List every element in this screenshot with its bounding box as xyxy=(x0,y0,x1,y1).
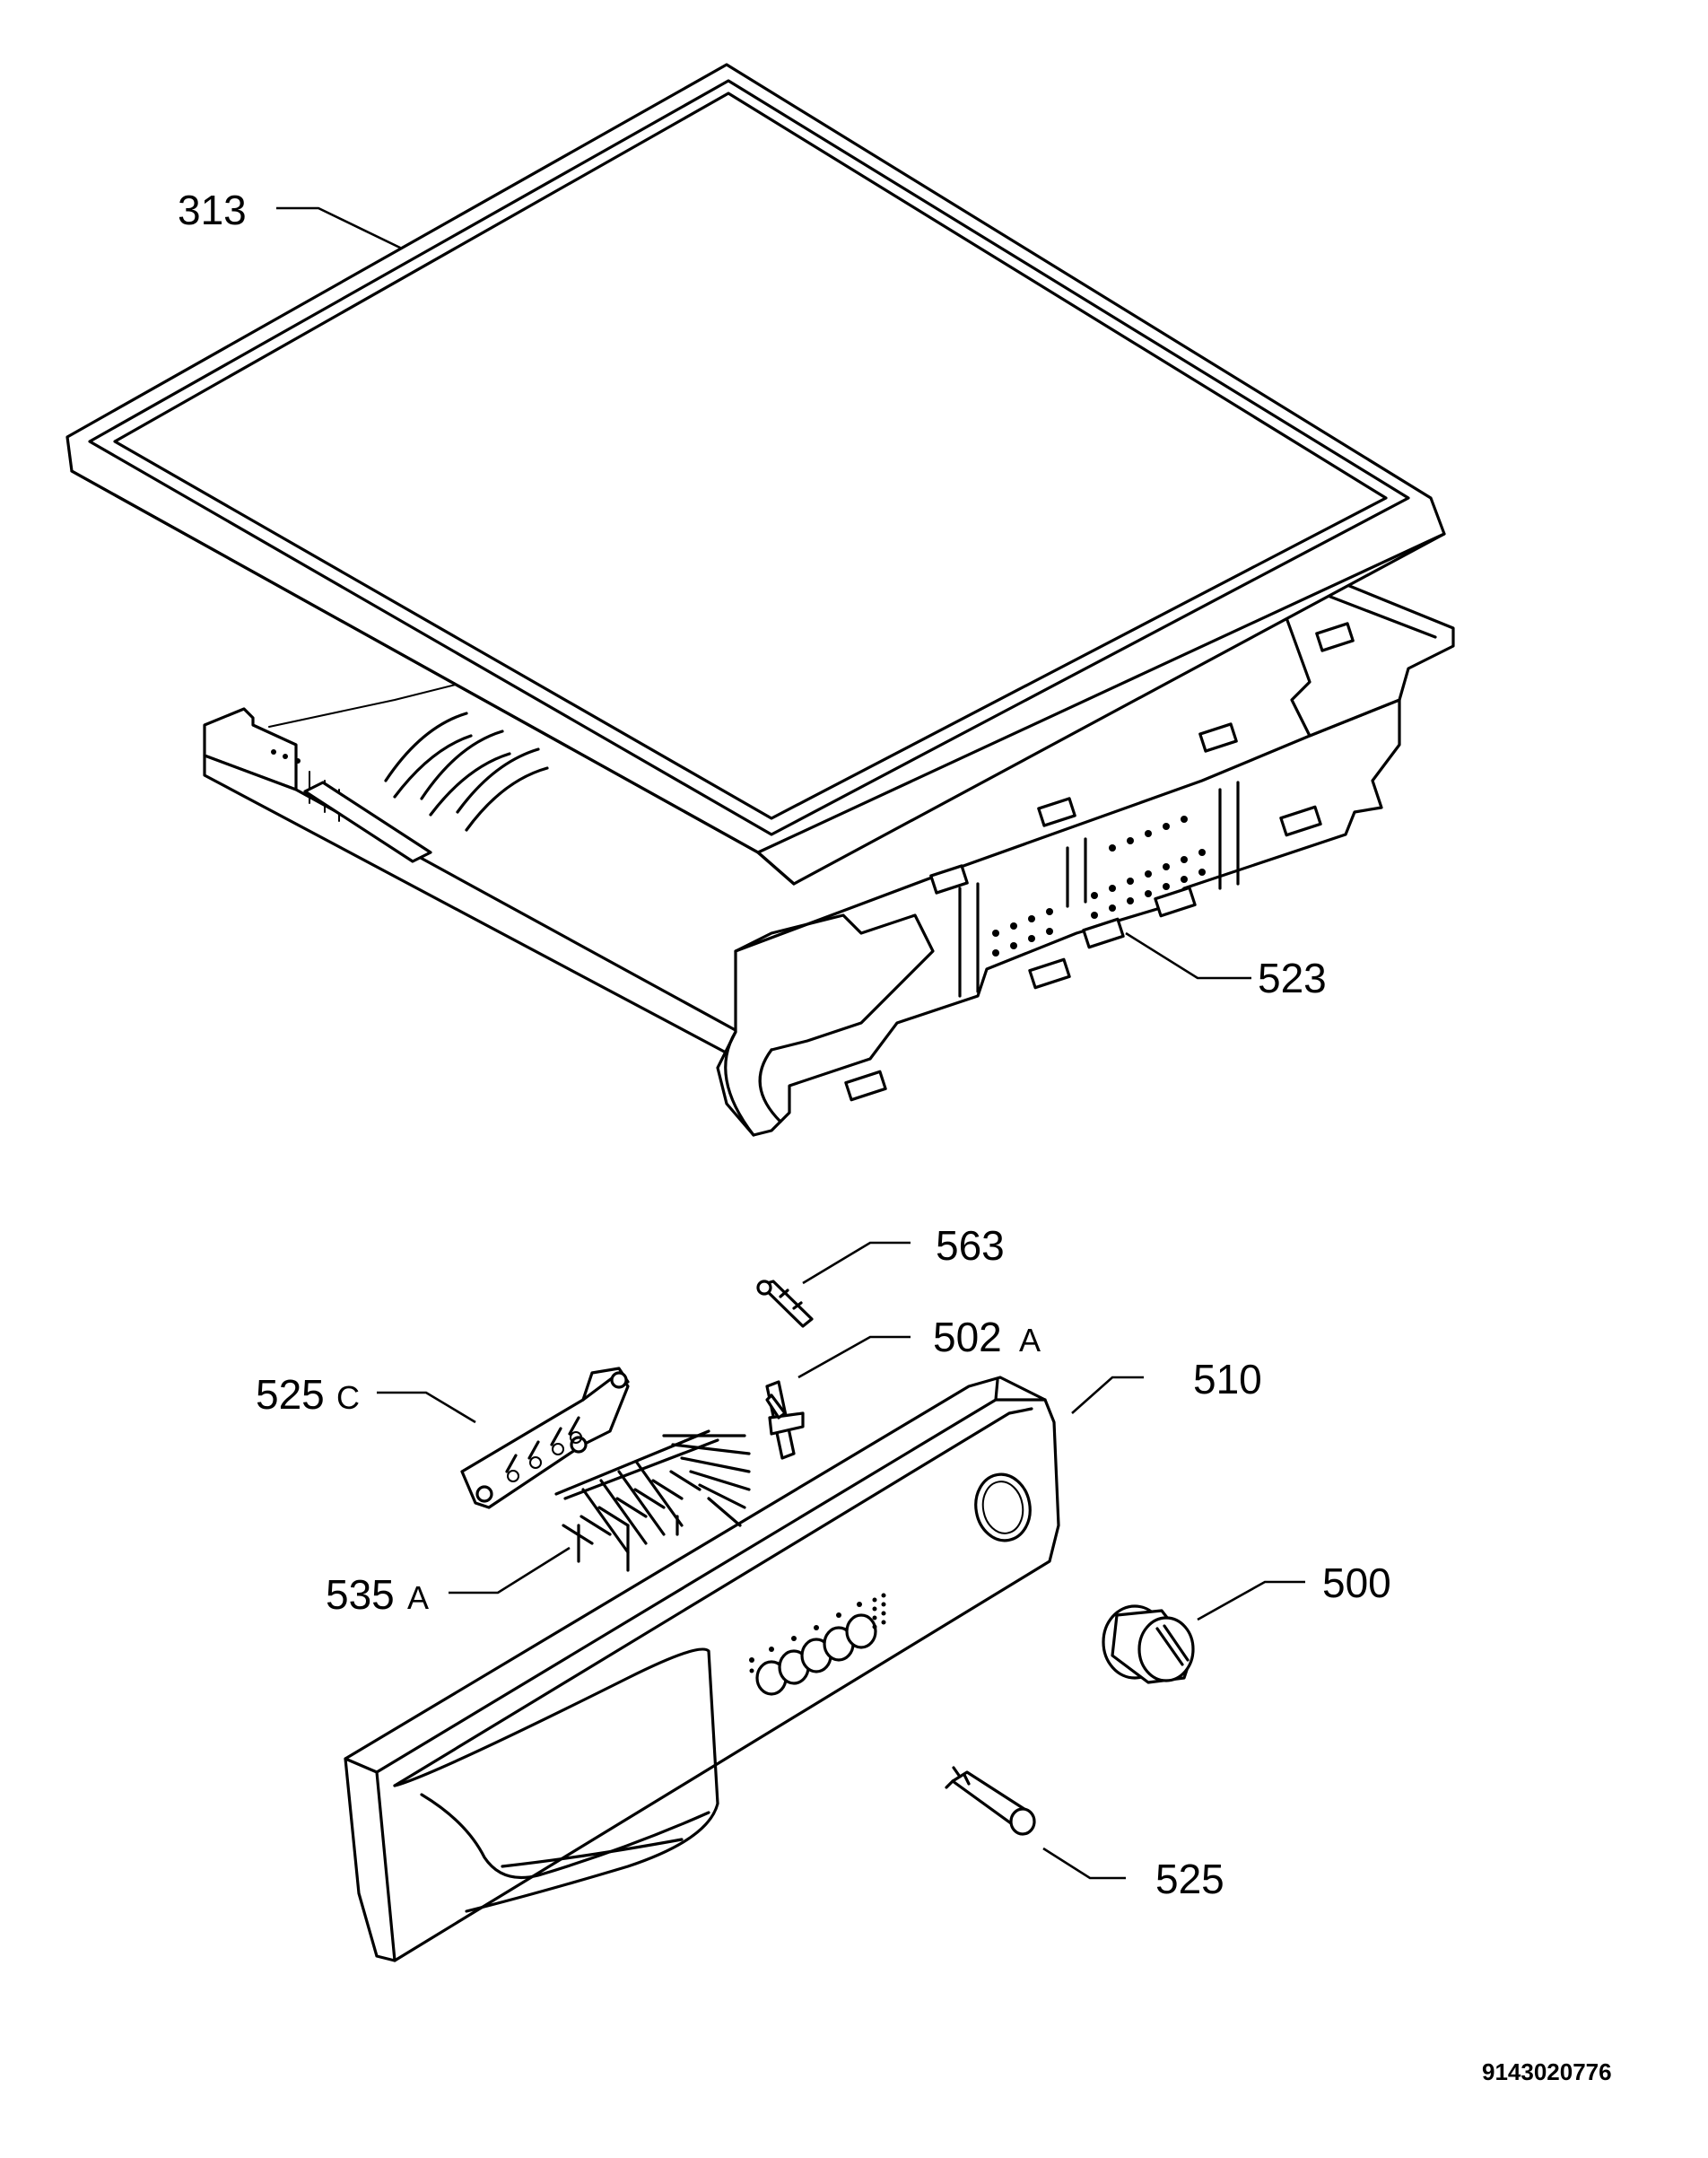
label-502: 502 xyxy=(933,1314,1002,1360)
leader-lines xyxy=(276,206,1305,1880)
label-313: 313 xyxy=(178,187,247,233)
label-525: 525 xyxy=(1155,1856,1224,1902)
label-535a-suffix: A xyxy=(407,1579,429,1616)
part-502a-lever xyxy=(765,1380,805,1460)
part-563-pin xyxy=(756,1280,814,1328)
label-502-suffix: A xyxy=(1019,1322,1041,1359)
part-525c-bracket xyxy=(460,1367,630,1509)
label-525c: 525 xyxy=(256,1371,325,1418)
part-525-pushrod xyxy=(945,1766,1036,1836)
part-535a-rods xyxy=(554,1429,751,1572)
document-id: 9143020776 xyxy=(1482,2058,1612,2085)
label-525c-suffix: C xyxy=(336,1379,360,1416)
part-313-worktop xyxy=(65,63,1446,886)
part-510-fascia xyxy=(344,1376,1060,1962)
part-500-knob xyxy=(1102,1604,1195,1684)
label-523: 523 xyxy=(1258,955,1327,1001)
part-523-support-frame xyxy=(203,568,1455,1137)
label-510: 510 xyxy=(1193,1356,1262,1402)
label-535a: 535 xyxy=(326,1571,395,1618)
part-labels: 313 523 563 502 A 510 525 C 535 A 500 52… xyxy=(178,187,1612,2085)
label-500: 500 xyxy=(1322,1560,1391,1606)
label-563: 563 xyxy=(936,1222,1005,1269)
